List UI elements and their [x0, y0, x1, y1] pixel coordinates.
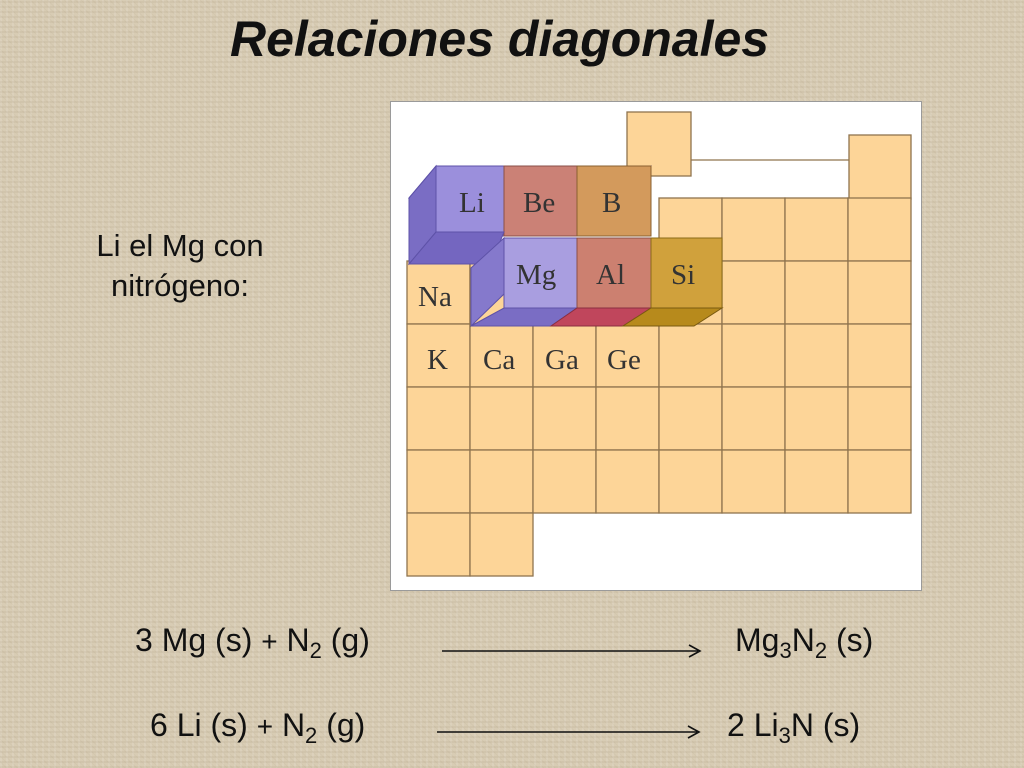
equation-1-arrow [442, 644, 702, 658]
label-ge: Ge [607, 344, 641, 376]
label-ca: Ca [483, 344, 515, 376]
grid-cell [532, 449, 597, 514]
subtitle-line-1: Li el Mg con [96, 228, 264, 263]
grid-cell [721, 197, 786, 262]
grid-cell-top-right [848, 134, 912, 200]
equation-2-product-li: 2 Li [727, 707, 779, 743]
equation-2-n-subscript: 2 [305, 723, 318, 748]
equation-1-product-state: (s) [835, 622, 874, 658]
grid-cell [406, 512, 471, 577]
li-block-front [435, 165, 505, 237]
mg-block-front [503, 237, 578, 309]
grid-cell [406, 386, 471, 451]
subtitle: Li el Mg con nitrógeno: [45, 226, 315, 307]
grid-cell [595, 449, 660, 514]
label-si: Si [671, 259, 695, 291]
grid-cell [469, 323, 534, 388]
grid-cell [847, 449, 912, 514]
grid-cell [469, 386, 534, 451]
equation-1-product-n: N [791, 622, 815, 658]
equation-1-plus: + [261, 626, 278, 657]
grid-cell [532, 386, 597, 451]
equation-2-product-rest: N (s) [790, 707, 861, 743]
grid-cell [406, 449, 471, 514]
grid-cell [784, 197, 849, 262]
periodic-table-diagram: .cell { stroke: #8f744e; stroke-width: 1… [390, 101, 922, 591]
grid-cells [406, 111, 912, 577]
grid-cell [658, 323, 723, 388]
grid-cell [532, 323, 597, 388]
equation-1-reactant: 3 Mg (s) [135, 622, 253, 658]
grid-cell [847, 323, 912, 388]
label-be: Be [523, 187, 555, 219]
equation-2-product: 2 Li3N (s) [727, 707, 861, 747]
equation-1-product-subscript-2: 2 [814, 638, 828, 663]
grid-cell [847, 386, 912, 451]
b-block-front [576, 165, 652, 237]
grid-cell [847, 260, 912, 325]
grid-cell [658, 449, 723, 514]
grid-cell [595, 323, 660, 388]
grid-cell [469, 449, 534, 514]
equation-2-reactant: 6 Li (s) [150, 707, 248, 743]
equation-1: 3 Mg (s) + N2 (g) [135, 622, 370, 662]
label-al: Al [596, 259, 625, 291]
grid-cell [784, 323, 849, 388]
grid-cell [784, 449, 849, 514]
equation-1-state: (g) [330, 622, 370, 658]
equation-1-n-subscript: 2 [309, 638, 322, 663]
grid-cell [847, 197, 912, 262]
grid-cell-top [626, 111, 692, 177]
equation-2: 6 Li (s) + N2 (g) [150, 707, 366, 747]
li-block-bottom [407, 231, 505, 265]
si-block-front [650, 237, 723, 309]
label-li: Li [459, 187, 485, 219]
equation-2-n: N [281, 707, 306, 743]
grid-cell [721, 323, 786, 388]
grid-cell [595, 386, 660, 451]
equation-2-plus: + [256, 711, 274, 742]
slide-title: Relaciones diagonales [230, 11, 770, 67]
label-na: Na [418, 281, 452, 313]
grid-cell [784, 386, 849, 451]
label-ga: Ga [545, 344, 579, 376]
equation-1-product: Mg3N2 (s) [735, 622, 874, 662]
grid-cell [784, 260, 849, 325]
grid-cell [721, 260, 786, 325]
label-mg: Mg [516, 259, 556, 291]
equation-1-product-mg: Mg [735, 622, 780, 658]
periodic-table-svg: .cell { stroke: #8f744e; stroke-width: 1… [406, 111, 912, 577]
grid-cell [658, 386, 723, 451]
subtitle-line-2: nitrógeno: [111, 268, 249, 304]
si-block-bottom [621, 307, 724, 327]
label-b: B [602, 187, 621, 219]
grid-cell [721, 449, 786, 514]
equation-1-n: N [286, 622, 310, 658]
equation-2-product-subscript: 3 [778, 723, 791, 748]
equation-2-state: (g) [326, 707, 366, 743]
grid-cell [469, 512, 534, 577]
equation-1-product-subscript-1: 3 [779, 638, 792, 663]
grid-cell [721, 386, 786, 451]
equation-2-arrow [437, 725, 701, 739]
label-k: K [427, 344, 448, 376]
